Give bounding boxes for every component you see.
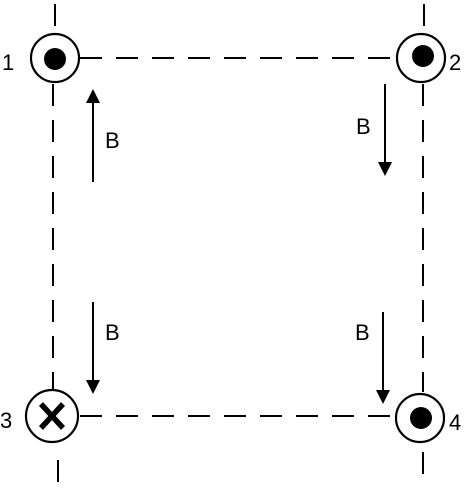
wire-2-label: 2 xyxy=(449,50,461,75)
wire-4-dot-icon xyxy=(410,407,432,429)
arrow-up-icon xyxy=(86,89,100,103)
arrow-upper-right-label: B xyxy=(356,114,371,139)
wire-1: 1 xyxy=(2,32,81,84)
arrow-down-icon xyxy=(378,162,392,176)
arrow-upper-left-label: B xyxy=(105,128,120,153)
field-arrow-upper-right: B xyxy=(356,84,392,176)
field-arrow-lower-left: B xyxy=(86,302,120,394)
wire-3-label: 3 xyxy=(0,408,12,433)
wire-1-label: 1 xyxy=(2,50,14,75)
field-arrow-lower-right: B xyxy=(355,312,390,404)
arrow-lower-right-label: B xyxy=(355,320,370,345)
arrow-lower-left-label: B xyxy=(105,320,120,345)
wire-2: 2 xyxy=(395,32,461,84)
dashed-frame xyxy=(52,4,425,482)
arrow-down-icon xyxy=(376,390,390,404)
wire-2-dot-icon xyxy=(412,45,434,67)
arrow-down-icon xyxy=(86,380,100,394)
wire-3-cross-icon xyxy=(38,402,66,430)
wire-4-label: 4 xyxy=(449,410,461,435)
wire-1-dot-icon xyxy=(44,48,66,70)
wire-3: 3 xyxy=(0,388,80,444)
wire-4: 4 xyxy=(394,392,461,444)
field-arrow-upper-left: B xyxy=(86,89,120,182)
